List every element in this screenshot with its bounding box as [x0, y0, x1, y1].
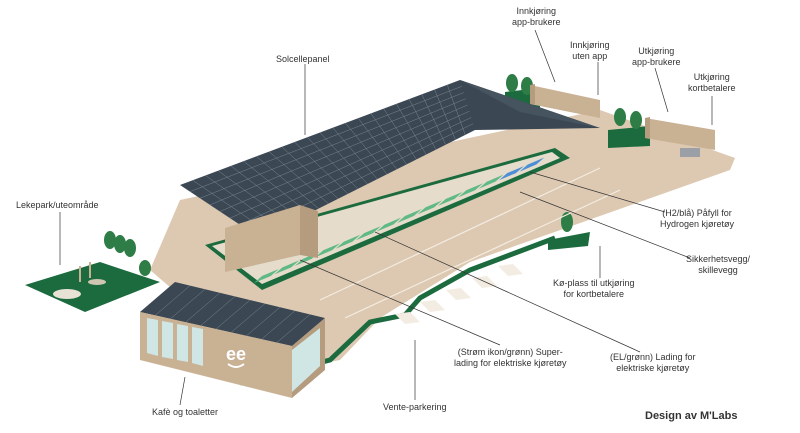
- design-credit: Design av M'Labs: [645, 410, 737, 422]
- label-el-gronn: (EL/grønn) Lading for elektriske kjøretø…: [610, 352, 696, 374]
- label-sikkerhetsvegg: Sikkerhetsvegg/ skillevegg: [686, 254, 750, 276]
- station-building-side: [300, 205, 318, 258]
- label-innkjoring-app: Innkjøring app-brukere: [512, 6, 561, 28]
- playground-circle: [53, 289, 81, 299]
- label-innkjoring-uten-app: Innkjøring uten app: [570, 40, 610, 62]
- label-lekepark: Lekepark/uteområde: [16, 200, 99, 211]
- label-solcellepanel: Solcellepanel: [276, 54, 330, 65]
- cafe-logo: ee: [226, 344, 246, 364]
- label-hydrogen: (H2/blå) Påfyll for Hydrogen kjøretøy: [660, 208, 734, 230]
- green-planter-right: [548, 232, 590, 250]
- playground-circle-2: [88, 279, 106, 285]
- label-utkjoring-app: Utkjøring app-brukere: [632, 46, 681, 68]
- label-ko-plass: Kø-plass til utkjøring for kortbetalere: [553, 278, 635, 300]
- label-strom: (Strøm ikon/grønn) Super- lading for ele…: [454, 347, 567, 369]
- label-kafe: Kafè og toaletter: [152, 407, 218, 418]
- barrier-block: [680, 148, 700, 157]
- label-utkjoring-kort: Utkjøring kortbetalere: [688, 72, 736, 94]
- label-vente-parkering: Vente-parkering: [383, 402, 447, 413]
